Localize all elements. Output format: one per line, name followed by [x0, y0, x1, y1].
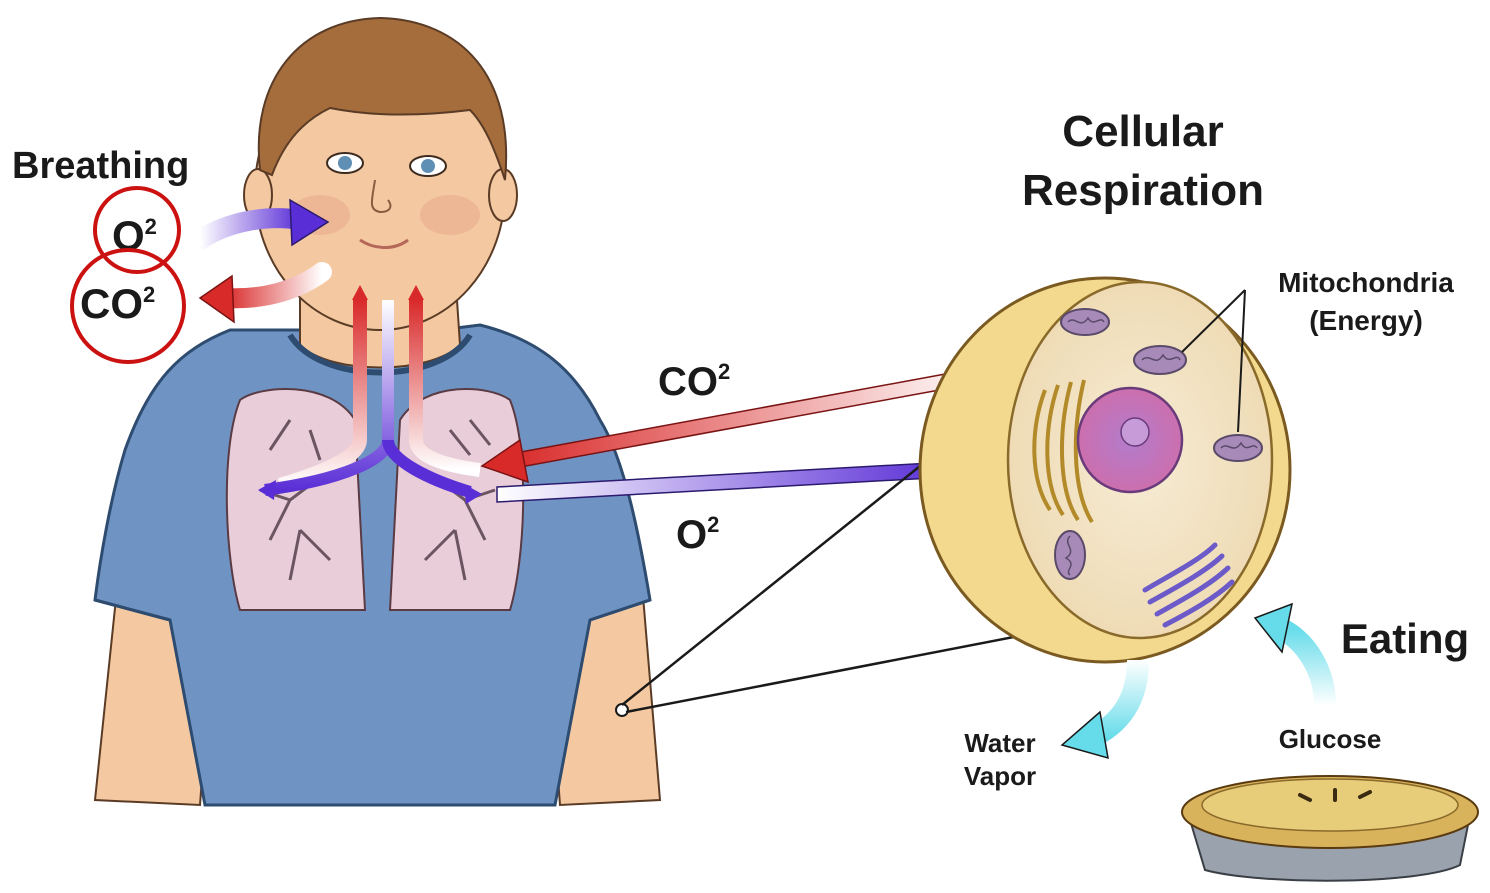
mitochondrion-4: [1055, 531, 1085, 579]
cellular-respiration-title-line1: Cellular: [1062, 107, 1223, 156]
cell-illustration: [920, 278, 1290, 662]
water-vapor-label-line2: Vapor: [964, 761, 1036, 791]
boy-illustration: [95, 18, 660, 805]
breathing-label: Breathing: [12, 145, 189, 187]
cell-location-marker: [616, 704, 628, 716]
cellular-respiration-title-line2: Respiration: [1022, 166, 1264, 215]
breathing-co2-label: CO2: [80, 280, 155, 327]
mitochondrion-3: [1214, 435, 1262, 461]
glucose-label: Glucose: [1279, 724, 1382, 754]
transfer-co2-label: CO2: [658, 359, 730, 404]
water-vapor-label-line1: Water: [964, 728, 1035, 758]
mitochondria-label-line2: (Energy): [1309, 305, 1423, 336]
mitochondrion-1: [1061, 309, 1109, 335]
glucose-arrow: [1280, 628, 1325, 705]
zoom-line-bottom: [626, 630, 1050, 712]
pie-icon: [1182, 776, 1478, 881]
mitochondria-label-line1: Mitochondria: [1278, 267, 1454, 298]
left-lung: [227, 389, 365, 610]
mitochondrion-2: [1134, 346, 1186, 374]
transfer-o2-label: O2: [676, 512, 719, 557]
eating-label: Eating: [1341, 615, 1469, 662]
